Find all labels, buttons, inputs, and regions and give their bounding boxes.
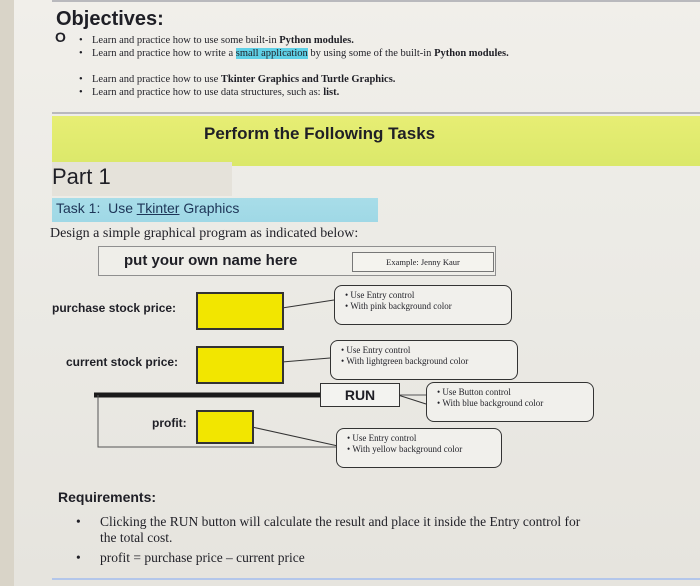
tasks-heading: Perform the Following Tasks <box>204 124 436 143</box>
callout-line: • Use Entry control <box>345 290 415 300</box>
callout-pointer <box>281 357 331 363</box>
bullet-icon: • <box>76 514 81 529</box>
callout-line: • Use Entry control <box>347 433 417 443</box>
document-page: Objectives: O • Learn and practice how t… <box>14 0 700 586</box>
mockup-connectors <box>94 299 534 448</box>
section-rule <box>52 112 700 114</box>
callout-run: • Use Button control • With blue backgro… <box>426 382 594 422</box>
objectives-list: O • Learn and practice how to use some b… <box>55 29 552 99</box>
task-description: Design a simple graphical program as ind… <box>50 226 359 241</box>
callout-pointer <box>397 394 427 405</box>
current-price-entry[interactable] <box>196 346 284 384</box>
callout-current: • Use Entry control • With lightgreen ba… <box>330 340 518 380</box>
frame-line <box>97 395 350 448</box>
objective-item: • Learn and practice how to use data str… <box>79 87 340 98</box>
bullet-icon: • <box>79 48 83 59</box>
name-placeholder-label: put your own name here <box>124 252 298 269</box>
bullet-icon: • <box>76 550 81 565</box>
objective-item: O • Learn and practice how to use some b… <box>55 29 354 46</box>
callout-profit: • Use Entry control • With yellow backgr… <box>336 428 502 468</box>
task-heading-bar <box>52 198 378 222</box>
requirements-list: • Clicking the RUN button will calculate… <box>74 514 590 566</box>
purchase-price-entry[interactable] <box>196 292 284 330</box>
circle-mark-icon: O <box>55 29 66 45</box>
current-price-label: current stock price: <box>66 355 179 369</box>
profit-entry[interactable] <box>196 410 254 444</box>
purchase-price-label: purchase stock price: <box>52 301 177 315</box>
task-title: Task 1: Use Tkinter Graphics <box>56 200 240 216</box>
requirement-item: • Clicking the RUN button will calculate… <box>76 514 581 545</box>
callout-line: • With lightgreen background color <box>341 356 469 366</box>
requirement-item: • profit = purchase price – current pric… <box>76 550 305 565</box>
callout-pointer <box>281 299 335 309</box>
objective-item: • Learn and practice how to use Tkinter … <box>79 74 396 85</box>
requirements-title: Requirements: <box>58 489 157 505</box>
callout-line: • With yellow background color <box>347 444 463 454</box>
bullet-icon: • <box>79 35 83 46</box>
bullet-icon: • <box>79 74 83 85</box>
objective-item: • Learn and practice how to write a smal… <box>79 48 509 59</box>
bottom-rule <box>52 578 700 580</box>
run-button[interactable]: RUN <box>320 383 400 407</box>
profit-label: profit: <box>152 416 187 430</box>
example-name-box: Example: Jenny Kaur <box>352 252 494 272</box>
callout-line: • Use Entry control <box>341 345 411 355</box>
part-heading-bar <box>52 162 232 196</box>
bullet-icon: • <box>79 87 83 98</box>
callout-pointer <box>251 426 339 447</box>
callout-line: • With pink background color <box>345 301 452 311</box>
tasks-heading-bar <box>52 116 700 166</box>
callout-purchase: • Use Entry control • With pink backgrou… <box>334 285 512 325</box>
top-rule <box>52 0 700 2</box>
part-title: Part 1 <box>52 164 111 189</box>
highlighted-text: small application <box>235 48 308 59</box>
callout-line: • Use Button control <box>437 387 511 397</box>
callout-line: • With blue background color <box>437 398 544 408</box>
objectives-title: Objectives: <box>56 8 164 30</box>
